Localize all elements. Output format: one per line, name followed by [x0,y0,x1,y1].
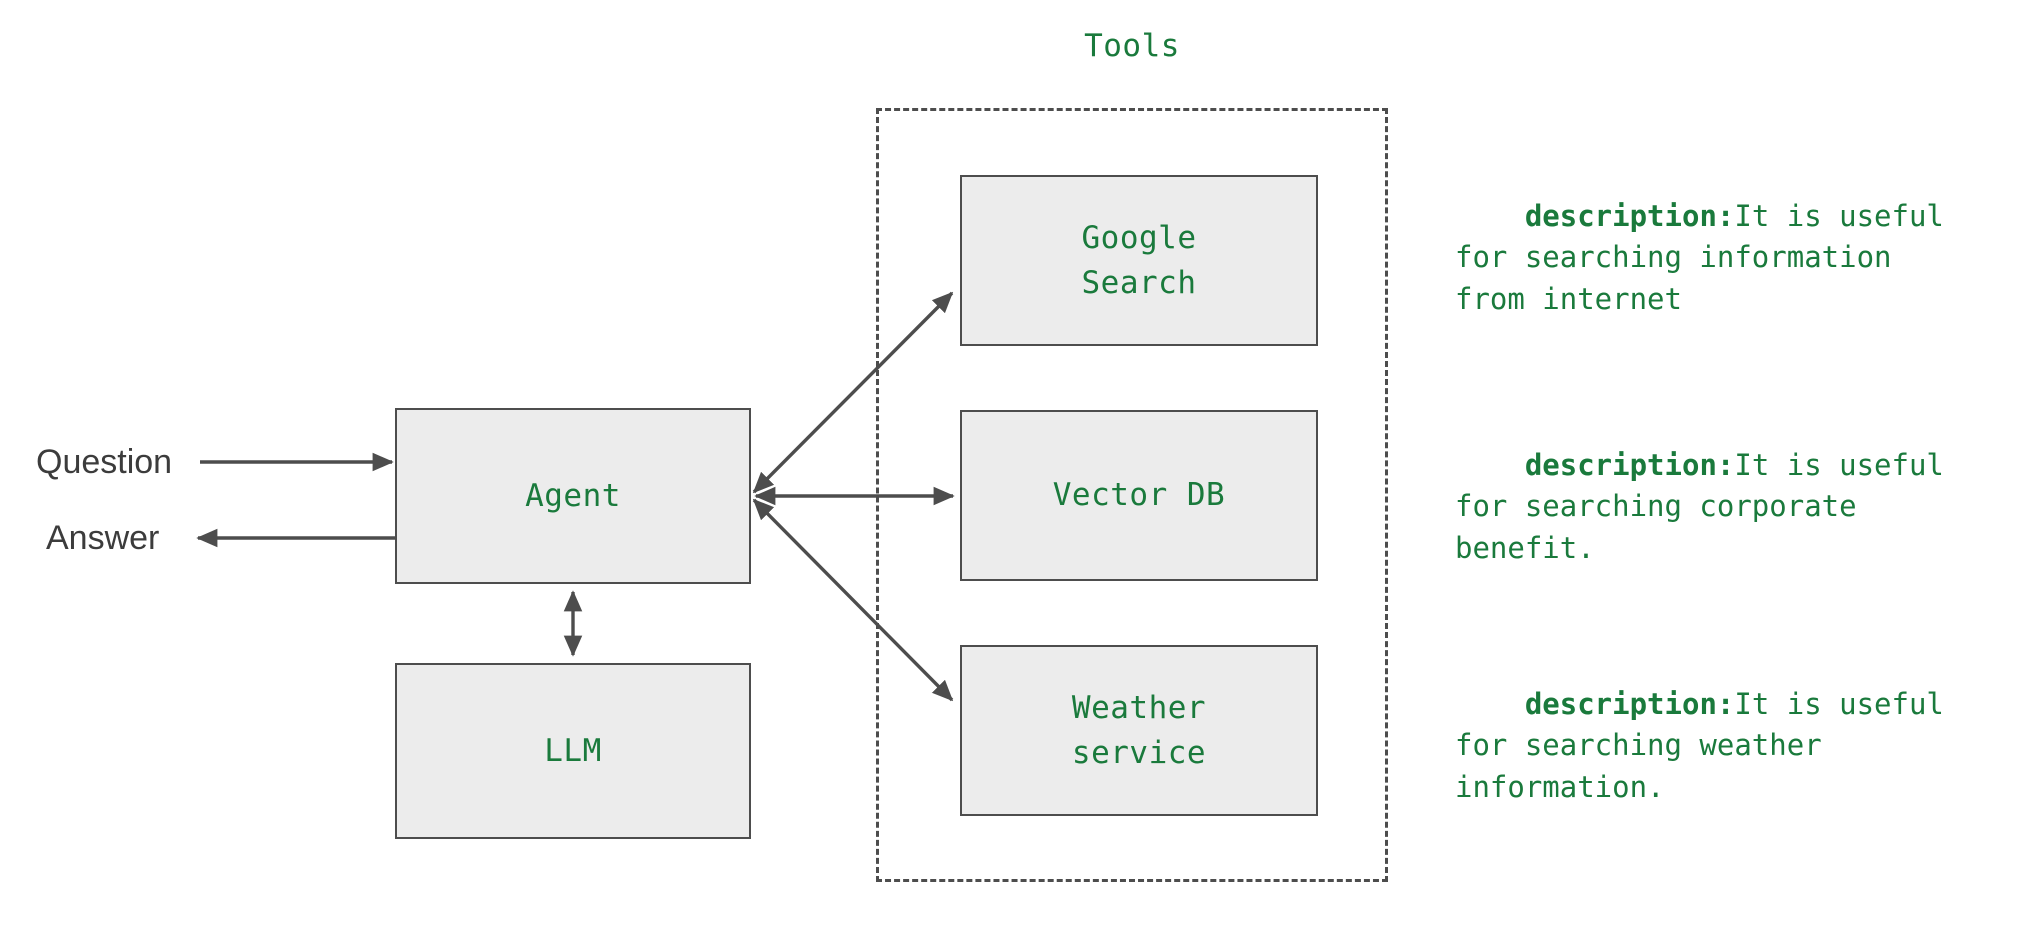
tools-group-title: Tools [1084,28,1180,64]
node-agent[interactable]: Agent [395,408,751,584]
question-label: Question [36,443,173,481]
tool-description-key: description: [1524,687,1735,722]
node-llm[interactable]: LLM [395,663,751,839]
tool-description-weather-service: description:It is useful for searching w… [1455,643,1975,849]
tool-description-google-search: description:It is useful for searching i… [1455,155,1975,361]
tool-description-key: description: [1524,199,1735,234]
tool-description-vector-db: description:It is useful for searching c… [1455,404,1975,610]
answer-label: Answer [46,519,160,557]
node-agent-label: Agent [525,477,621,514]
node-tool-vector-db-label: Vector DB [1052,477,1226,514]
node-tool-vector-db[interactable]: Vector DB [960,410,1318,581]
tools-group-container [876,108,1388,882]
node-tool-google-search[interactable]: Google Search [960,175,1318,346]
node-tool-weather-service[interactable]: Weather service [960,645,1318,816]
node-tool-weather-service-label: Weather service [1071,690,1207,771]
node-llm-label: LLM [544,732,602,769]
tool-description-text: It is useful for searching corporate ben… [1455,448,1962,565]
tool-description-key: description: [1524,448,1735,483]
tool-description-text: It is useful for searching weather infor… [1455,687,1962,804]
node-tool-google-search-label: Google Search [1081,220,1197,301]
tool-description-text: It is useful for searching information f… [1455,199,1962,316]
